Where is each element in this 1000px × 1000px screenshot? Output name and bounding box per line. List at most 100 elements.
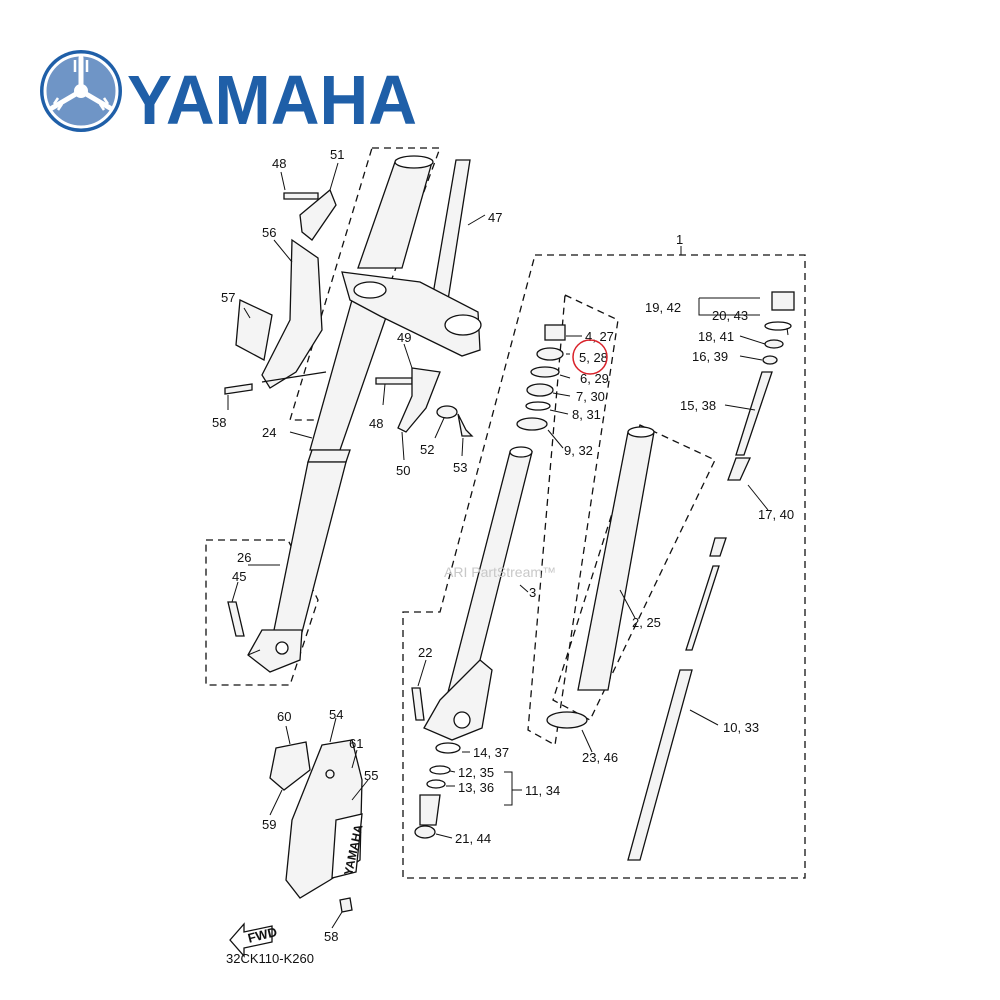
axle-holder [423, 659, 493, 741]
callout-14: 14, 37 [473, 745, 509, 760]
o-ring-12 [429, 765, 451, 775]
callout-49: 49 [397, 330, 411, 345]
callout-21: 21, 44 [455, 831, 491, 846]
callout-48-mid: 48 [369, 416, 383, 431]
yamaha-logo: YAMAHA [40, 50, 417, 139]
brand-wordmark: YAMAHA [127, 61, 417, 139]
callout-1: 1 [676, 232, 683, 247]
guard-56 [261, 238, 323, 389]
holder-50 [397, 367, 441, 433]
callout-52: 52 [420, 442, 434, 457]
callout-19: 19, 42 [645, 300, 681, 315]
fork-assembly-1-outline [402, 254, 806, 879]
inner-group-outline [552, 424, 716, 721]
callout-51: 51 [330, 147, 344, 162]
leader-lines [227, 162, 789, 929]
callout-6: 6, 29 [580, 371, 609, 386]
brake-hose-holder-hardware [283, 188, 474, 437]
bracket-51 [299, 188, 337, 241]
callout-13: 13, 36 [458, 780, 494, 795]
fork-tube-top [357, 161, 433, 269]
o-ring-18a [764, 321, 792, 331]
o-ring-14 [435, 742, 461, 754]
callout-3: 3 [529, 585, 536, 600]
fwd-label: FWD [246, 924, 278, 946]
bolt-48-mid [375, 377, 413, 385]
nut-61 [325, 769, 335, 779]
callout-4: 4, 27 [585, 329, 614, 344]
cartridge-outer-tube [546, 426, 655, 729]
callout-20: 20, 43 [712, 308, 748, 323]
cartridge-10 [627, 669, 693, 861]
o-ring-18 [764, 339, 784, 349]
seal-kit-outline [527, 294, 619, 747]
seal-kit-parts [516, 324, 566, 431]
callout-9: 9, 32 [564, 443, 593, 458]
clip-8 [525, 401, 551, 411]
clamp-52 [436, 405, 458, 419]
callout-11: 11, 34 [525, 783, 560, 798]
callout-53: 53 [453, 460, 467, 475]
callout-12: 12, 35 [458, 765, 494, 780]
watermark: ARI PartStream™ [444, 564, 556, 580]
callout-5: 5, 28 [579, 350, 608, 365]
callout-47: 47 [488, 210, 502, 225]
steering-stem [431, 159, 471, 301]
bushing-5 [536, 347, 564, 361]
callout-56: 56 [262, 225, 276, 240]
callout-61: 61 [349, 736, 363, 751]
callout-50: 50 [396, 463, 410, 478]
outer-tube-2 [577, 431, 655, 691]
callouts: 1 19, 42 20, 43 18, 41 16, 39 15, 38 17,… [212, 147, 794, 944]
axle-bracket [247, 629, 303, 673]
steering-stem-assembly [341, 159, 482, 357]
valve-11 [419, 794, 441, 826]
cap-bolt-20 [771, 291, 795, 311]
washer-6 [530, 366, 560, 378]
decal-57 [235, 299, 273, 361]
callout-15: 15, 38 [680, 398, 716, 413]
fwd-arrow-icon: FWD [229, 922, 279, 958]
valve-21 [414, 825, 436, 839]
callout-55: 55 [364, 768, 378, 783]
dust-boot [307, 449, 351, 463]
callout-2: 2, 25 [632, 615, 661, 630]
callout-48-top: 48 [272, 156, 286, 171]
decal-55 [331, 813, 363, 879]
bolt-58-upper [224, 383, 253, 395]
callout-60: 60 [277, 709, 291, 724]
bolt-58-lower [339, 897, 353, 913]
bolt-53 [457, 413, 474, 437]
callout-16: 16, 39 [692, 349, 728, 364]
dust-seal-23 [546, 711, 588, 729]
callout-54: 54 [329, 707, 343, 722]
callout-10: 10, 33 [723, 720, 759, 735]
bolt-48-top [283, 192, 319, 200]
highlight-circle [572, 339, 608, 375]
assembly-outlines [205, 147, 806, 879]
callout-24: 24 [262, 425, 276, 440]
nut-16 [762, 355, 778, 365]
tuning-fork-emblem-icon [40, 50, 122, 132]
bushing-4 [544, 324, 566, 341]
oil-seal-7 [526, 383, 554, 397]
upper-fork-guard [224, 238, 323, 395]
damper-rod [685, 565, 720, 651]
callout-58-lower: 58 [324, 929, 338, 944]
callout-26: 26 [237, 550, 251, 565]
dust-seal-9 [516, 417, 548, 431]
callout-45: 45 [232, 569, 246, 584]
o-ring-13 [426, 779, 446, 789]
lower-fork-guard: YAMAHA [269, 739, 366, 913]
callout-22: 22 [418, 645, 432, 660]
base-valve-parts [414, 742, 461, 839]
collar-15 [735, 371, 773, 456]
spring-17-lower [709, 537, 727, 557]
lower-tube [271, 461, 347, 641]
callout-18: 18, 41 [698, 329, 734, 344]
callout-59: 59 [262, 817, 276, 832]
bolt-22 [411, 687, 425, 721]
callout-23: 23, 46 [582, 750, 618, 765]
diagram-code: 32CK110-K260 [226, 951, 314, 966]
